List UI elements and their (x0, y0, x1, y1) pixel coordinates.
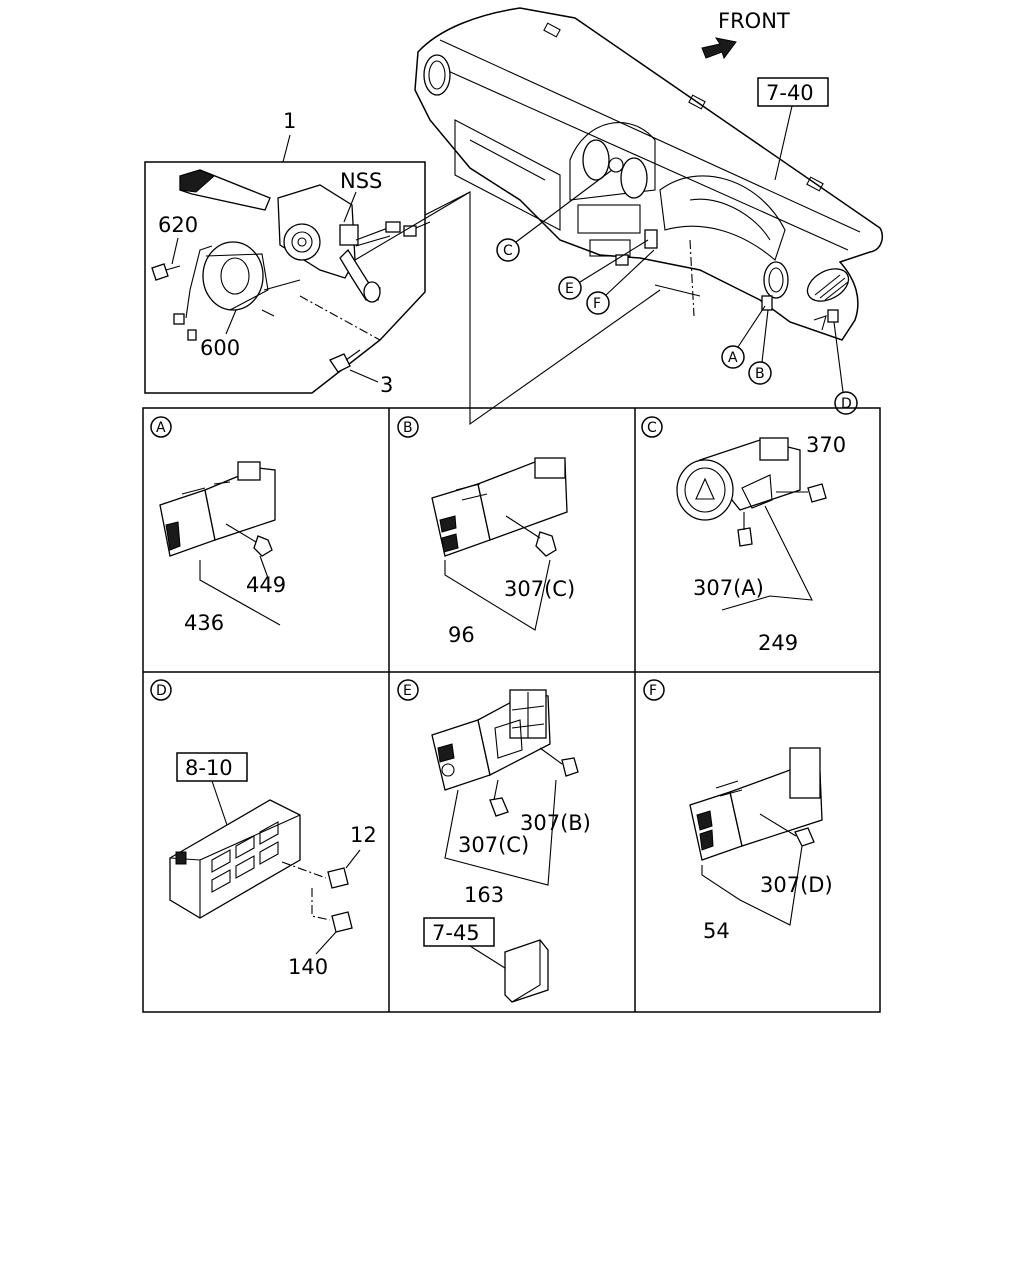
ref-label-7-40: 7-40 (766, 81, 814, 105)
callout-140: 140 (288, 955, 328, 979)
circle-d-top: D (841, 396, 852, 412)
callout-307c-e: 307(C) (458, 833, 529, 857)
callout-600: 600 (200, 336, 240, 360)
circle-c-top: C (503, 243, 513, 259)
callout-96: 96 (448, 623, 475, 647)
callout-54: 54 (703, 919, 730, 943)
circle-f-top: F (593, 296, 601, 312)
callout-436: 436 (184, 611, 224, 635)
ref-box-7-40: 7-40 (757, 77, 829, 181)
dashboard-assembly (414, 7, 883, 341)
callout-3: 3 (380, 373, 393, 397)
callout-1: 1 (283, 109, 296, 133)
panel-e: E 307(B) 307(C) 163 7-45 (397, 679, 591, 1003)
ref-label-8-10: 8-10 (185, 756, 233, 780)
ref-label-7-45: 7-45 (432, 921, 480, 945)
panel-b: B 307(C) 96 (397, 416, 575, 647)
circle-a-top: A (728, 350, 738, 366)
callout-307c-b: 307(C) (504, 577, 575, 601)
detail-grid (142, 407, 881, 1013)
fuse-block-grid (211, 821, 279, 893)
dashboard-callouts: C E F A B D (496, 169, 858, 415)
circle-b-top: B (755, 366, 765, 382)
panel-d: D 8-10 12 140 (150, 679, 377, 979)
front-indicator: FRONT (701, 9, 790, 60)
callout-12: 12 (350, 823, 377, 847)
panel-c-letter: C (647, 420, 657, 436)
callout-449: 449 (246, 573, 286, 597)
callout-620: 620 (158, 213, 198, 237)
callout-163: 163 (464, 883, 504, 907)
panel-e-letter: E (403, 683, 412, 699)
panel-f-letter: F (649, 683, 657, 699)
callout-307b: 307(B) (520, 811, 591, 835)
panel-a: A 449 436 (150, 416, 286, 635)
callout-370: 370 (806, 433, 846, 457)
callout-nss: NSS (340, 169, 382, 193)
callout-307a: 307(A) (693, 576, 764, 600)
circle-e-top: E (565, 281, 574, 297)
front-arrow-icon (701, 37, 737, 60)
panel-a-letter: A (156, 420, 166, 436)
front-label: FRONT (718, 9, 790, 33)
panel-c: C 370 307(A) 249 (641, 416, 846, 655)
panel-f: F 307(D) 54 (643, 679, 833, 943)
combination-switch-group: 1 NSS 600 620 (144, 109, 661, 426)
panel-b-letter: B (403, 420, 413, 436)
panel-d-letter: D (156, 683, 167, 699)
callout-249: 249 (758, 631, 798, 655)
